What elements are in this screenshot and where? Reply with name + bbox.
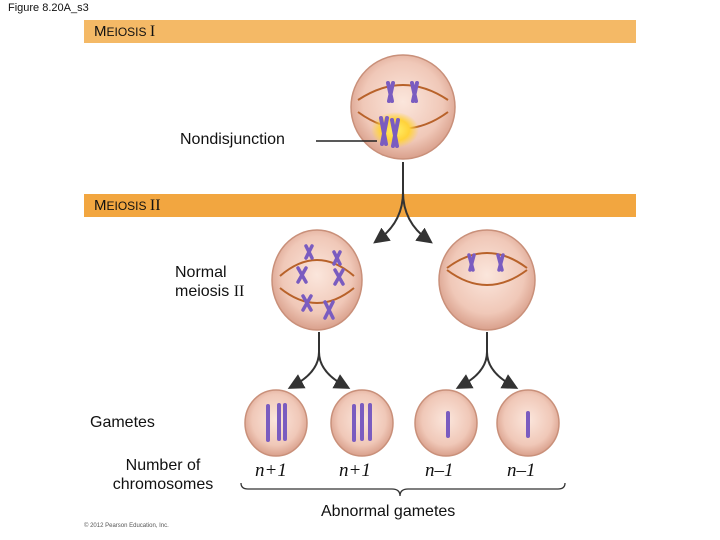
gamete-1 — [244, 389, 308, 457]
number-of-chromosomes-label: Number of chromosomes — [112, 457, 214, 493]
abnormal-gametes-label: Abnormal gametes — [321, 503, 456, 520]
copyright: © 2012 Pearson Education, Inc. — [84, 523, 169, 529]
gamete-4 — [496, 389, 560, 457]
meiosis-1-title: MEIOSIS I — [94, 23, 156, 40]
meiosis-2-band: MEIOSIS II — [84, 194, 636, 217]
gametes-label: Gametes — [90, 414, 155, 431]
right-cell-chromosomes — [467, 253, 505, 272]
chromosome-pair-top — [386, 81, 419, 103]
abnormal-brace — [240, 482, 566, 497]
gamete-3 — [414, 389, 478, 457]
meiosis-2-title: MEIOSIS II — [94, 197, 161, 214]
left-daughter-cell — [271, 229, 363, 331]
right-daughter-cell — [438, 229, 536, 331]
nondisjunction-label: Nondisjunction — [180, 131, 285, 148]
gamete-3-count: n–1 — [425, 460, 454, 481]
branch-arrows-1 — [373, 162, 433, 244]
figure-label: Figure 8.20A_s3 — [8, 2, 89, 14]
gamete-4-count: n–1 — [507, 460, 536, 481]
gamete-2 — [330, 389, 394, 457]
nondisjoined-chromosomes — [379, 116, 400, 148]
branch-arrows-2 — [287, 332, 519, 389]
gamete-2-count: n+1 — [339, 460, 371, 481]
gamete-1-count: n+1 — [255, 460, 287, 481]
left-cell-chromosomes — [296, 244, 345, 320]
parent-cell — [350, 54, 456, 160]
normal-meiosis-label: Normal meiosis II — [175, 264, 245, 300]
meiosis-1-band: MEIOSIS I — [84, 20, 636, 43]
